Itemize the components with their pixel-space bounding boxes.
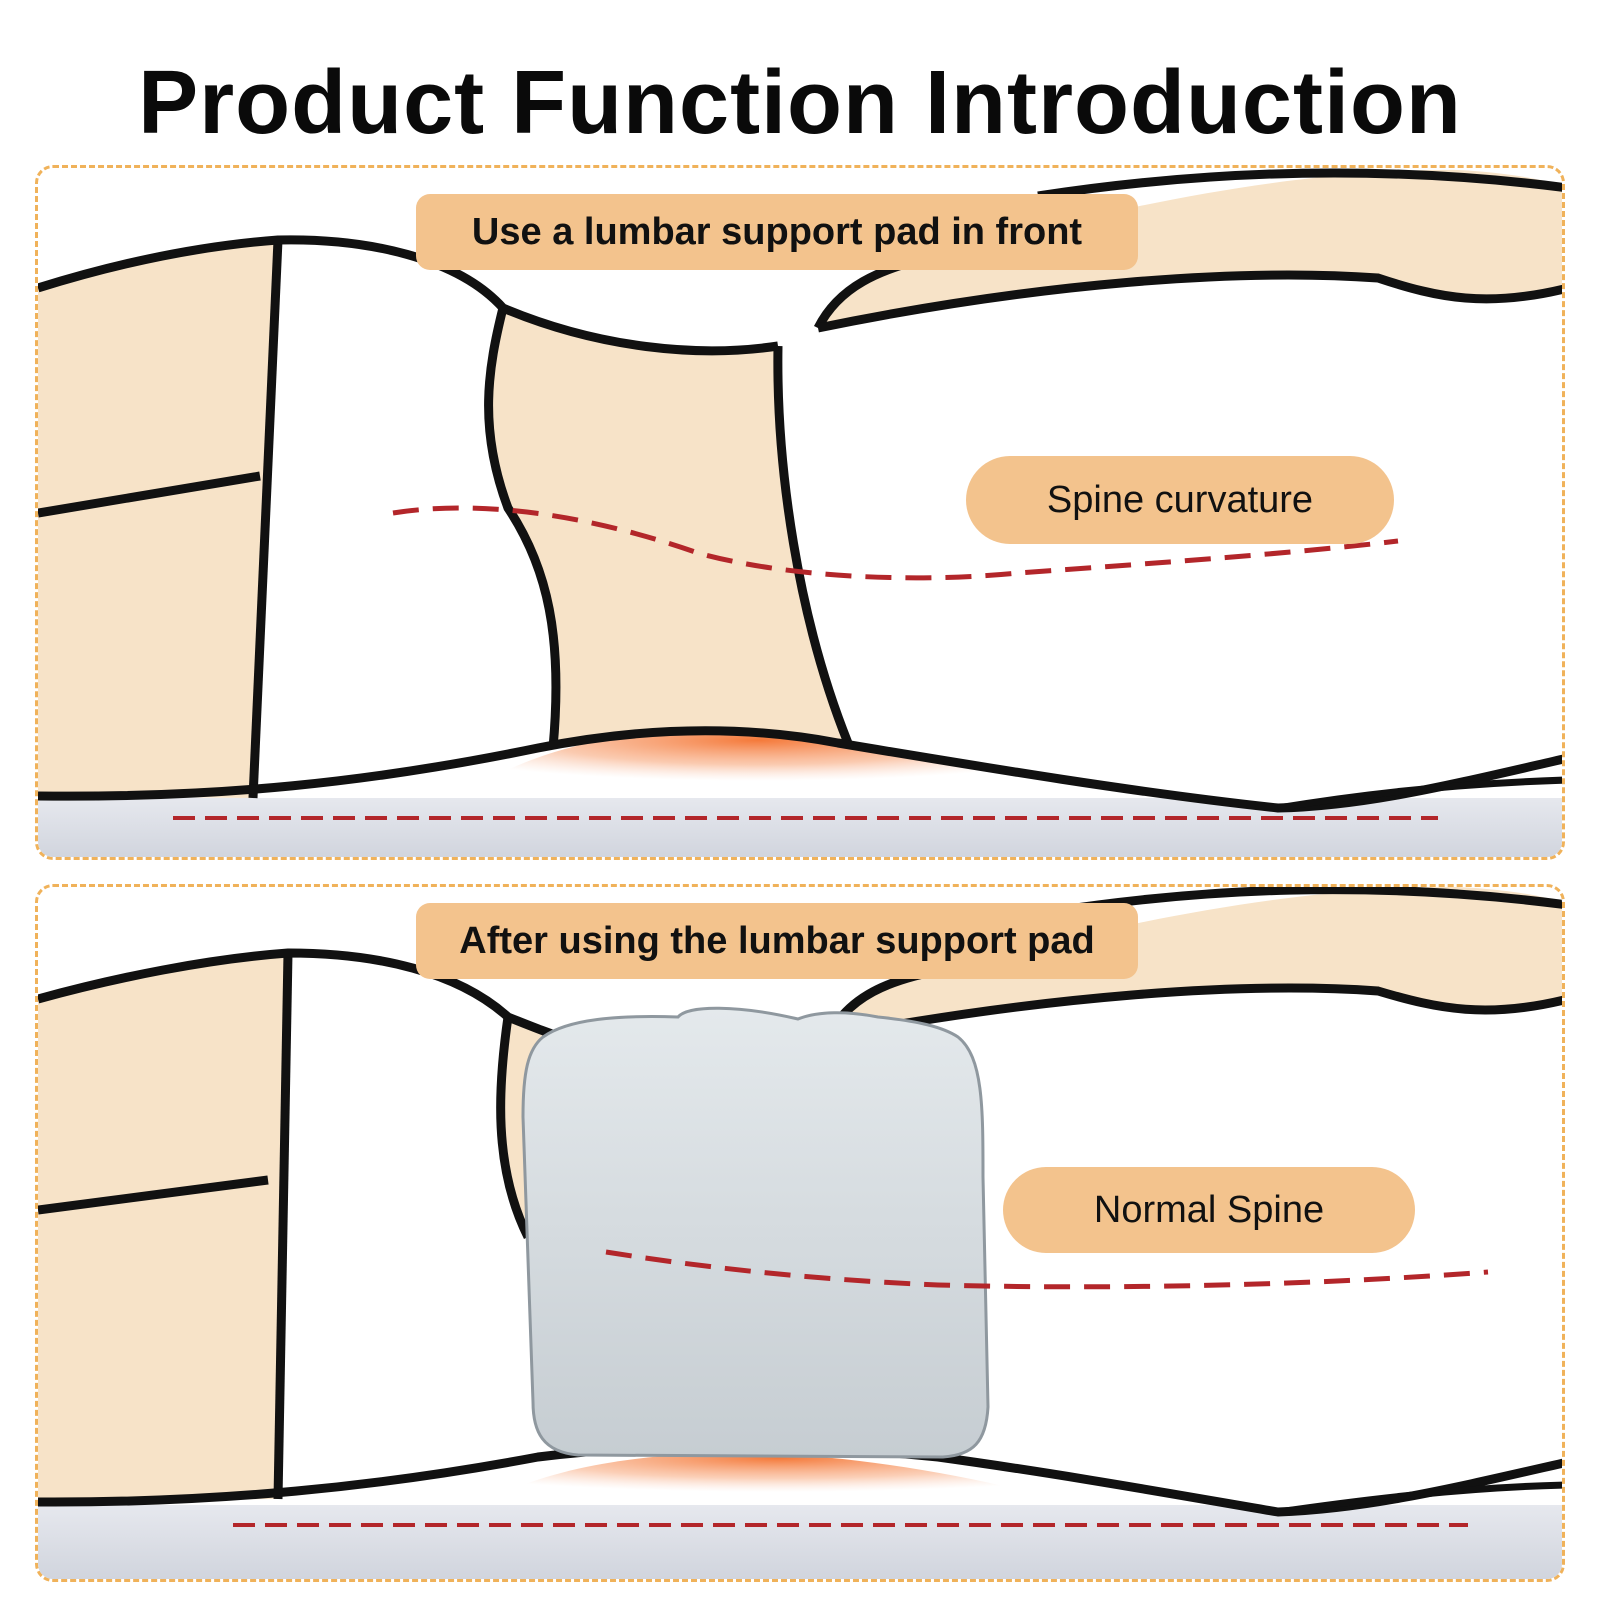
spine-curvature-line	[392, 505, 1399, 581]
thigh	[38, 953, 288, 1502]
after-panel: After using the lumbar support pad Norma…	[35, 884, 1565, 1582]
pressure-area	[478, 1452, 1078, 1505]
body-illustration-after	[38, 887, 1562, 1579]
page-title: Product Function Introduction	[138, 53, 1462, 153]
after-header-label: After using the lumbar support pad	[416, 903, 1138, 979]
waist-skin	[488, 308, 848, 748]
floor	[38, 1505, 1562, 1579]
before-panel: Use a lumbar support pad in front Spine …	[35, 165, 1565, 860]
arm	[828, 887, 1562, 1037]
thigh	[38, 240, 278, 798]
normal-spine-label: Normal Spine	[1003, 1167, 1415, 1253]
pressure-area	[458, 729, 1058, 798]
spine-curvature-label: Spine curvature	[966, 456, 1394, 544]
before-header-label: Use a lumbar support pad in front	[416, 194, 1138, 270]
shorts	[270, 239, 556, 798]
normal-spine-line	[605, 1249, 1489, 1290]
shorts	[278, 953, 528, 1499]
arm	[818, 169, 1562, 328]
lumbar-pad	[521, 1006, 990, 1459]
